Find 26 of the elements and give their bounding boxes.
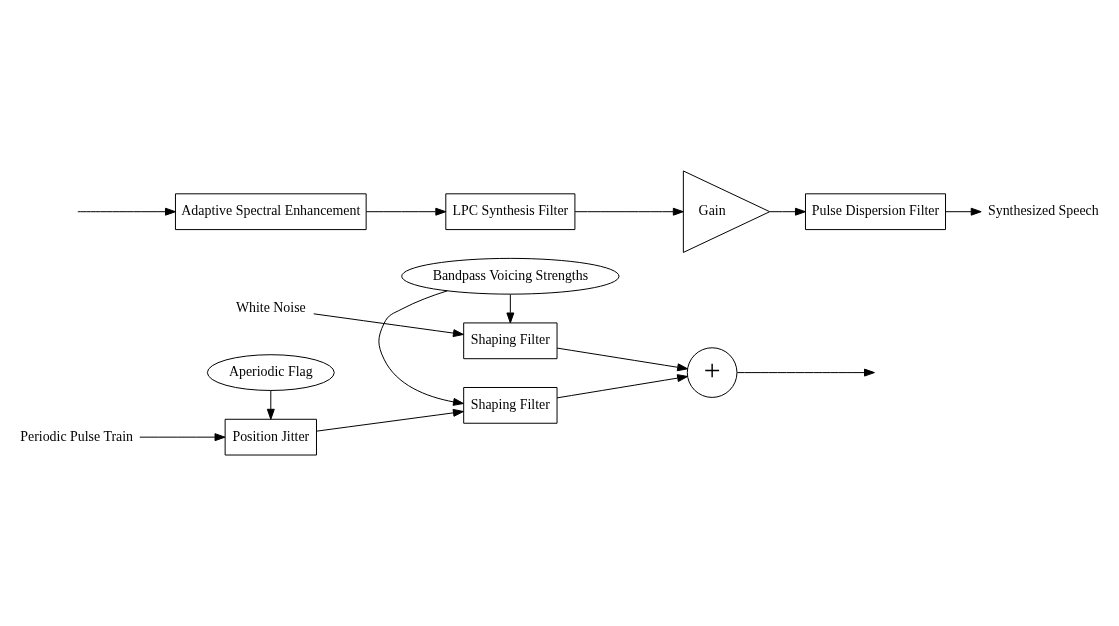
arrow [769,207,806,216]
arrow [266,390,275,420]
arrow [365,207,447,216]
node-box: Pulse Dispersion Filter [805,193,946,231]
arrow [945,207,982,216]
arrow [556,347,689,372]
node-text: Synthesized Speech [987,203,1099,219]
node-box: LPC Synthesis Filter [445,193,576,231]
arrow [316,408,464,432]
arrow [139,433,226,442]
arrow [77,207,176,216]
node-text: White Noise [235,299,306,315]
node-box: Shaping Filter [463,387,558,424]
arrow [556,374,689,399]
node-ellipse: Bandpass Voicing Strengths [401,257,620,295]
node-ellipse: Aperiodic Flag [206,354,335,391]
node-circle: + [686,347,738,398]
node-box: Adaptive Spectral Enhancement [174,193,367,231]
arrow [506,294,515,324]
node-text: Periodic Pulse Train [20,428,133,444]
node-box: Shaping Filter [463,322,558,360]
arrow [736,368,875,377]
arrow [574,207,684,216]
node-box: Position Jitter [224,418,317,456]
arrow [313,313,464,338]
arrow [378,290,464,406]
